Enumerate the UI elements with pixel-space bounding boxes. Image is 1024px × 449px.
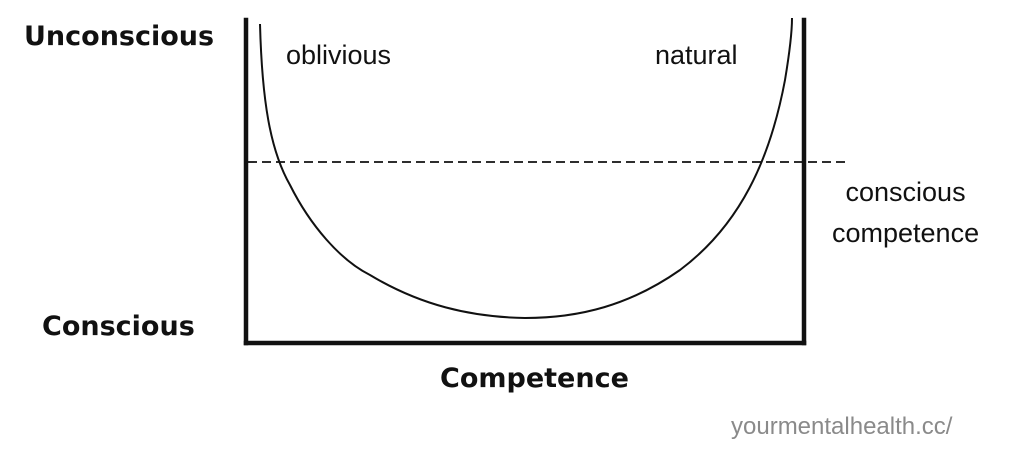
threshold-label: conscious competence [832,172,979,253]
curve-label-natural: natural [655,40,738,70]
axis-label-competence: Competence [440,363,629,394]
axis-label-unconscious: Unconscious [24,21,215,52]
axis-label-conscious: Conscious [42,311,195,342]
threshold-label-line1: conscious [845,177,966,207]
curve-label-oblivious: oblivious [286,40,392,70]
source-url: yourmentalhealth.cc/ [731,413,953,440]
competence-curve [259,17,793,320]
threshold-label-line2: competence [832,217,980,248]
